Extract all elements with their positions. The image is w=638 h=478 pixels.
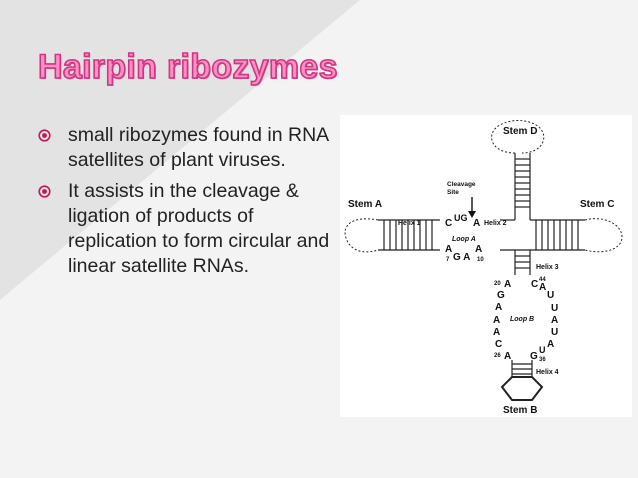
nucleotide-index: 26 (494, 353, 501, 359)
helix-1-label: Helix 1 (398, 220, 421, 227)
nucleotide-index: 36 (539, 357, 546, 363)
cleavage-label-2: Site (447, 189, 459, 196)
nucleotide: A (473, 218, 480, 229)
junction-lines (500, 215, 531, 251)
bullet-circle-icon (38, 129, 51, 142)
stem-d-ladder (514, 153, 531, 215)
stem-d-loop (491, 120, 545, 154)
stem-a-label: Stem A (348, 199, 382, 210)
helix-2-ladder (530, 219, 585, 251)
stem-c-loop (584, 218, 623, 253)
nucleotide: C (445, 218, 452, 229)
nucleotide: A (504, 351, 511, 362)
helix-1-ladder (378, 219, 440, 251)
nucleotide: G (497, 290, 505, 301)
nucleotide: G (530, 351, 538, 362)
nucleotide: U (547, 290, 554, 301)
hairpin-ribozyme-diagram: Stem D Stem A Stem C Stem B Cleavage Sit… (340, 115, 632, 417)
nucleotide: U (551, 327, 558, 338)
helix-4-ladder (511, 360, 533, 377)
nucleotide: A (551, 315, 558, 326)
nucleotide: UG (454, 213, 468, 223)
helix-3-label: Helix 3 (536, 264, 559, 271)
nucleotide: A (445, 244, 452, 255)
nucleotide: G A (453, 252, 470, 263)
cleavage-arrow (468, 197, 476, 218)
stem-b-loop (500, 376, 544, 401)
nucleotide: C (495, 339, 502, 350)
nucleotide-index: 20 (494, 281, 501, 287)
nucleotide-index: 44 (539, 277, 546, 283)
helix-3-ladder (514, 250, 531, 275)
bullet-list: small ribozymes found in RNA satellites … (38, 123, 338, 285)
stem-b-label: Stem B (503, 405, 537, 416)
slide-title: Hairpin ribozymes (37, 47, 338, 87)
stem-c-label: Stem C (580, 199, 614, 210)
cleavage-label-1: Cleavage (447, 181, 476, 188)
bullet-text: It assists in the cleavage & ligation of… (68, 180, 330, 277)
helix-4-label: Helix 4 (536, 369, 559, 376)
nucleotide-index: 10 (477, 257, 484, 263)
nucleotide: U (551, 303, 558, 314)
nucleotide: A (504, 279, 511, 290)
nucleotide: U (539, 345, 546, 355)
nucleotide: A (475, 244, 482, 255)
ribozyme-structure-svg: Stem D Stem A Stem C Stem B Cleavage Sit… (344, 120, 623, 416)
loop-a-label: Loop A (452, 236, 476, 243)
nucleotide: A (539, 282, 546, 293)
bullet-circle-icon (38, 185, 51, 198)
helix-2-label: Helix 2 (484, 220, 507, 227)
nucleotide: C (531, 279, 538, 290)
nucleotide-index: 7 (446, 257, 450, 263)
bullet-text: small ribozymes found in RNA satellites … (68, 124, 329, 171)
nucleotide: A (493, 315, 500, 326)
nucleotide: A (495, 302, 502, 313)
bullet-item: small ribozymes found in RNA satellites … (38, 123, 338, 173)
stem-d-label: Stem D (503, 126, 537, 137)
loop-b-label: Loop B (510, 316, 534, 323)
nucleotide: A (493, 327, 500, 338)
bullet-item: It assists in the cleavage & ligation of… (38, 179, 338, 279)
nucleotide: A (547, 339, 554, 350)
stem-a-loop (344, 218, 379, 253)
